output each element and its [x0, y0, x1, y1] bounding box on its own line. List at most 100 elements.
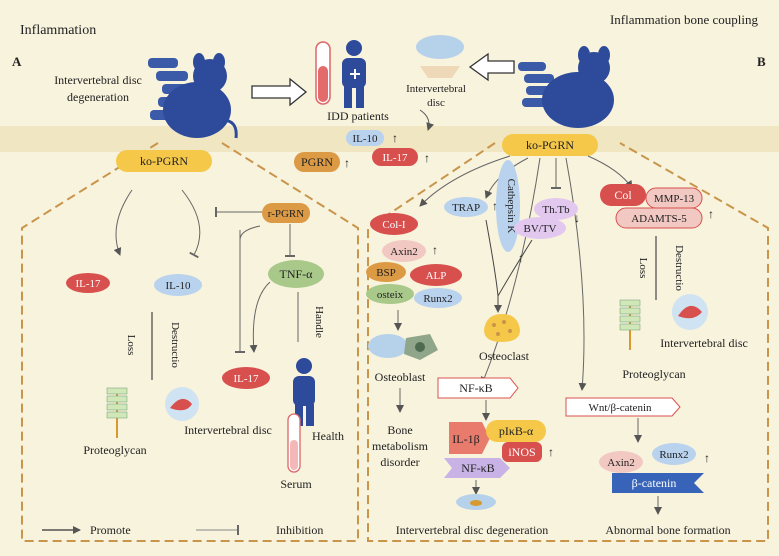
adamts-pill [615, 207, 703, 229]
runx2-ellipse [414, 288, 462, 308]
proteoglycan-icon-a [106, 387, 128, 438]
axin2-ellipse-b [599, 451, 643, 473]
axin2-ellipse [382, 240, 426, 262]
inos-box [502, 442, 542, 462]
idd-outcome-label: Intervertebral disc degeneration [396, 523, 549, 537]
col1-label: Col-I [382, 219, 406, 231]
center-il17-up: ↑ [424, 151, 430, 165]
panel-b-letter: B [757, 54, 766, 69]
destruction-label-a: Destructio [169, 322, 181, 368]
col1-ellipse [370, 213, 418, 235]
tnf-ellipse [268, 260, 324, 288]
pikba-label: pIκB-α [499, 424, 534, 438]
osteoclast-label: Osteoclast [479, 349, 530, 363]
trap-label: TRAP [452, 202, 480, 214]
thtb-label: Th.Tb [542, 204, 570, 216]
mouse-icon-b [542, 46, 614, 128]
bvtv-label: BV/TV [524, 223, 557, 235]
health-label: Health [312, 429, 344, 443]
axin2-label: Axin2 [390, 246, 418, 258]
il10-ellipse-a [154, 274, 202, 296]
ko-to-nfkb-arrow [480, 157, 541, 385]
bone-metab-line-1: Bone [387, 423, 412, 437]
center-il10-up: ↑ [392, 131, 398, 145]
handle-label: Handle [313, 306, 325, 338]
axin2-label-b: Axin2 [607, 457, 635, 469]
thtb-ellipse [534, 198, 578, 220]
ko-to-col1-arrow [419, 155, 511, 207]
rpgrn-connector [239, 225, 261, 241]
center-il10-pill [346, 130, 384, 146]
tnf-label: TNF-α [280, 267, 314, 281]
bsp-ellipse [366, 262, 406, 282]
mmp-up: ↑ [708, 207, 714, 221]
disease-line-1: Intervertebral disc [54, 73, 142, 87]
proteoglycan-label-b: Proteoglycan [622, 367, 685, 381]
disc-label-b: Intervertebral disc [660, 336, 748, 350]
trap-to-osteoclast-line [485, 219, 499, 297]
center-pgrn-pill [294, 152, 340, 172]
nfkb-top-box [437, 377, 519, 399]
wnt-label: Wnt/β-catenin [588, 402, 652, 414]
bvtv-to-osteoclast-line [497, 239, 533, 297]
il17-ellipse-a2 [222, 367, 270, 389]
header-right-title: Inflammation bone coupling [610, 12, 759, 27]
center-il10-label: IL-10 [352, 133, 378, 145]
osteoblast-icon [368, 334, 438, 360]
ko-pgrn-pill-b [502, 134, 598, 156]
osteix-ellipse [366, 284, 414, 304]
inos-label: iNOS [508, 445, 535, 459]
ko-pgrn-label-a: ko-PGRN [140, 154, 188, 168]
cathepsin-label: Cathepsin K [505, 179, 517, 234]
mmp13-label: MMP-13 [654, 193, 695, 205]
nfkb-top-label: NF-κB [459, 381, 492, 395]
wnt-box [565, 397, 681, 417]
disc-icon-a [165, 387, 199, 421]
test-tube-icon [315, 41, 331, 105]
abnormal-label: Abnormal bone formation [605, 523, 730, 537]
col-pill [600, 184, 646, 206]
proteoglycan-label-a: Proteoglycan [83, 443, 146, 457]
legend-promote-label: Promote [90, 523, 131, 537]
serum-tube-icon [287, 413, 301, 473]
center-disc-line-2: disc [427, 97, 445, 109]
adamts-label: ADAMTS-5 [631, 213, 687, 225]
panel-a-letter: A [12, 54, 22, 69]
thtb-down: ↓ [574, 211, 580, 225]
loss-label-a: Loss [125, 335, 137, 356]
ko-to-il17-arrow [113, 189, 133, 256]
horizontal-band [0, 126, 779, 152]
ko-to-wnt-arrow [565, 157, 587, 391]
il17-label-a2: IL-17 [233, 373, 259, 385]
trap-up: ↑ [492, 199, 498, 213]
rpgrn-label: r-PGRN [268, 208, 305, 220]
health-person-icon [293, 358, 315, 426]
col-label: Col [614, 188, 632, 202]
cathepsin-ellipse [496, 160, 520, 252]
proteoglycan-icon-b [619, 299, 641, 350]
runx2-label: Runx2 [423, 293, 452, 305]
runx2-up-b: ↑ [704, 451, 710, 465]
hollow-arrow-left [468, 52, 515, 82]
il1b-shape [449, 422, 490, 454]
disc-icon-b [672, 294, 708, 330]
disc-icon-center [416, 35, 464, 78]
header-left-title: Inflammation [20, 23, 96, 38]
center-il17-label: IL-17 [382, 152, 408, 164]
alp-ellipse [410, 264, 462, 286]
disease-line-2: degeneration [67, 90, 129, 104]
complex-up: ↑ [548, 445, 554, 459]
legend-inhibit-label: Inhibition [276, 523, 323, 537]
idd-patients-label: IDD patients [327, 109, 389, 123]
ko-pgrn-label-b: ko-PGRN [526, 138, 574, 152]
center-il17-pill [372, 148, 418, 166]
bvtv-ellipse [514, 217, 566, 239]
osteoblast-label: Osteoblast [375, 370, 426, 384]
il17-label-a: IL-17 [75, 278, 101, 290]
il1b-label: IL-1β [452, 432, 479, 446]
tnf-to-il17-arrow [249, 281, 271, 353]
center-pgrn-label: PGRN [301, 155, 333, 169]
nfkb-bottom-label: NF-κB [461, 461, 494, 475]
